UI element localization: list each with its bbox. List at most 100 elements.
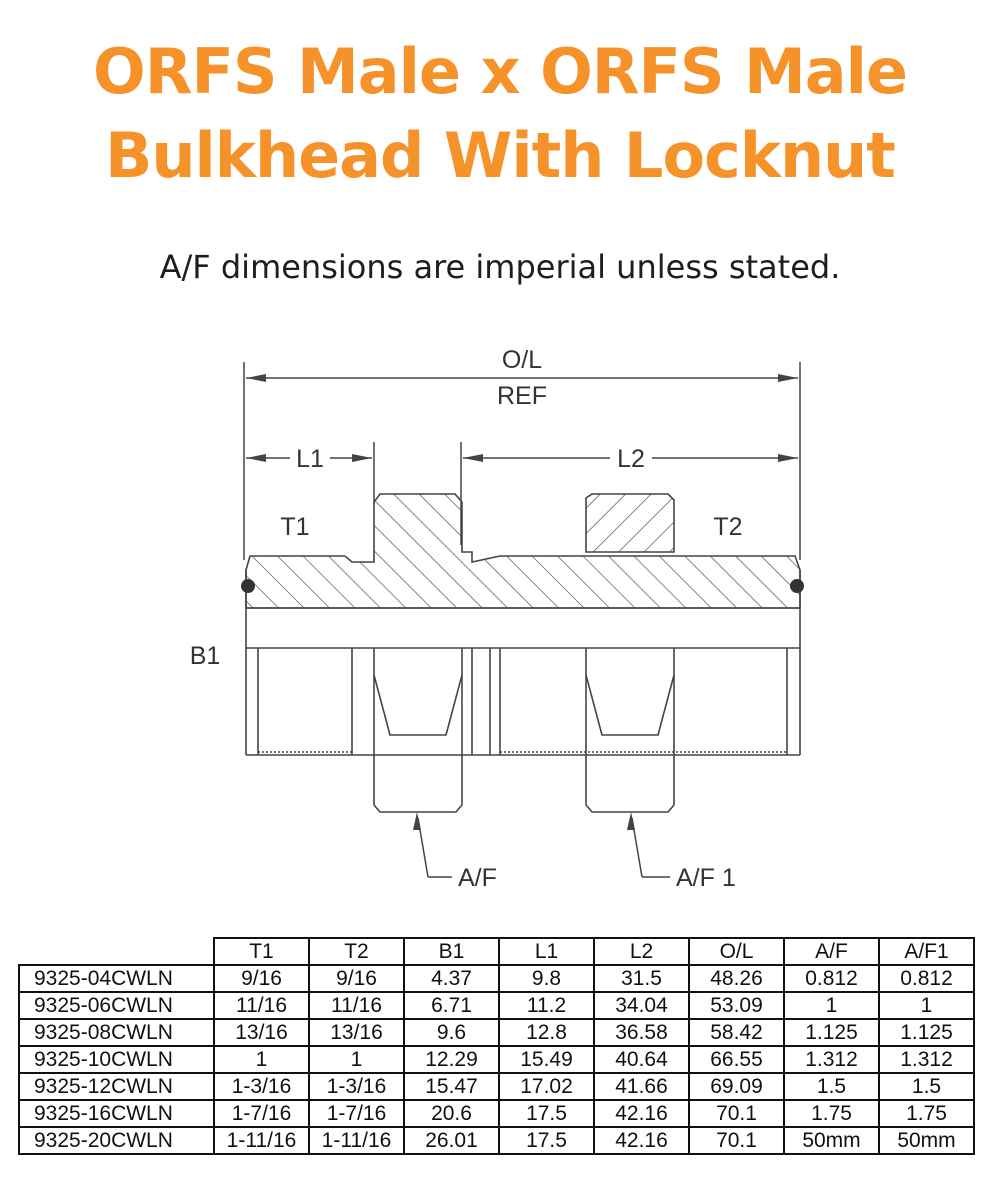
cell: 69.09 [688,1072,785,1101]
cell: 9.6 [403,1018,500,1047]
cell: 9/16 [308,964,405,993]
part-number: 9325-20CWLN [18,1126,215,1155]
col-header: A/F1 [878,937,975,966]
part-number: 9325-12CWLN [18,1072,215,1101]
cell: 1 [878,991,975,1020]
body-outline [246,648,800,813]
cell: 53.09 [688,991,785,1020]
cell: 1.75 [878,1099,975,1128]
col-header: L1 [498,937,595,966]
cell: 6.71 [403,991,500,1020]
dimension-table: T1 T2 B1 L1 L2 O/L A/F A/F1 9325-04CWLN … [18,937,975,1155]
cell: 0.812 [878,964,975,993]
cell: 50mm [783,1126,880,1155]
table-row: 9325-16CWLN 1-7/16 1-7/16 20.6 17.5 42.1… [18,1099,975,1128]
part-number: 9325-16CWLN [18,1099,215,1128]
table-corner [19,938,214,966]
body-section [241,493,804,755]
cell: 34.04 [593,991,690,1020]
cell: 13/16 [213,1018,310,1047]
part-number: 9325-08CWLN [18,1018,215,1047]
cell: 31.5 [593,964,690,993]
table-row: 9325-04CWLN 9/16 9/16 4.37 9.8 31.5 48.2… [18,964,975,993]
fitting-drawing: O/L REF L1 L2 T1 T2 B1 [190,346,804,892]
cell: 1.75 [783,1099,880,1128]
cell: 11/16 [308,991,405,1020]
cell: 1-11/16 [213,1126,310,1155]
cell: 12.8 [498,1018,595,1047]
col-header: T1 [213,937,310,966]
af1-leader [627,812,670,878]
table-row: 9325-06CWLN 11/16 11/16 6.71 11.2 34.04 … [18,991,975,1020]
cell: 1 [308,1045,405,1074]
cell: 1.5 [878,1072,975,1101]
part-number: 9325-10CWLN [18,1045,215,1074]
cell: 15.47 [403,1072,500,1101]
col-header: B1 [403,937,500,966]
part-number: 9325-06CWLN [18,991,215,1020]
cell: 11.2 [498,991,595,1020]
cell: 1.5 [783,1072,880,1101]
cell: 17.5 [498,1126,595,1155]
cell: 1-7/16 [308,1099,405,1128]
cell: 1 [213,1045,310,1074]
cell: 1-3/16 [213,1072,310,1101]
af-label: A/F [458,864,497,892]
part-number: 9325-04CWLN [18,964,215,993]
cell: 1 [783,991,880,1020]
table-row: 9325-12CWLN 1-3/16 1-3/16 15.47 17.02 41… [18,1072,975,1101]
cell: 36.58 [593,1018,690,1047]
col-header: T2 [308,937,405,966]
cell: 66.55 [688,1045,785,1074]
ref-label: REF [497,382,547,410]
cell: 12.29 [403,1045,500,1074]
af1-label: A/F 1 [676,864,736,892]
l2-dimension [460,442,798,545]
cell: 17.5 [498,1099,595,1128]
cell: 20.6 [403,1099,500,1128]
l1-dimension [246,442,375,505]
table-row: 9325-10CWLN 1 1 12.29 15.49 40.64 66.55 … [18,1045,975,1074]
cell: 1-7/16 [213,1099,310,1128]
cell: 1.125 [783,1018,880,1047]
cell: 50mm [878,1126,975,1155]
table-row: 9325-08CWLN 13/16 13/16 9.6 12.8 36.58 5… [18,1018,975,1047]
l1-label: L1 [296,445,324,473]
cell: 9.8 [498,964,595,993]
af-leader [413,812,452,878]
cell: 9/16 [213,964,310,993]
col-header: O/L [688,937,785,966]
page-subtitle: A/F dimensions are imperial unless state… [159,248,841,286]
cell: 13/16 [308,1018,405,1047]
t2-label: T2 [713,513,742,541]
cell: 0.812 [783,964,880,993]
ol-dimension [243,362,801,560]
b1-label: B1 [190,642,221,670]
cell: 70.1 [688,1126,785,1155]
ol-label: O/L [502,346,542,374]
cell: 15.49 [498,1045,595,1074]
cell: 42.16 [593,1126,690,1155]
cell: 1.312 [878,1045,975,1074]
cell: 1-3/16 [308,1072,405,1101]
cell: 40.64 [593,1045,690,1074]
page-title: ORFS Male x ORFS Male Bulkhead With Lock… [0,30,1000,198]
cell: 1.312 [783,1045,880,1074]
title-line-2: Bulkhead With Locknut [105,119,896,192]
cell: 48.26 [688,964,785,993]
cell: 11/16 [213,991,310,1020]
cell: 58.42 [688,1018,785,1047]
title-line-1: ORFS Male x ORFS Male [93,35,908,108]
cell: 1.125 [878,1018,975,1047]
cell: 4.37 [403,964,500,993]
cell: 41.66 [593,1072,690,1101]
cell: 1-11/16 [308,1126,405,1155]
cell: 26.01 [403,1126,500,1155]
table-row: 9325-20CWLN 1-11/16 1-11/16 26.01 17.5 4… [18,1126,975,1155]
cell: 70.1 [688,1099,785,1128]
cell: 17.02 [498,1072,595,1101]
l2-label: L2 [617,445,645,473]
col-header: L2 [593,937,690,966]
t1-label: T1 [280,513,309,541]
table-header-row: T1 T2 B1 L1 L2 O/L A/F A/F1 [19,937,975,966]
